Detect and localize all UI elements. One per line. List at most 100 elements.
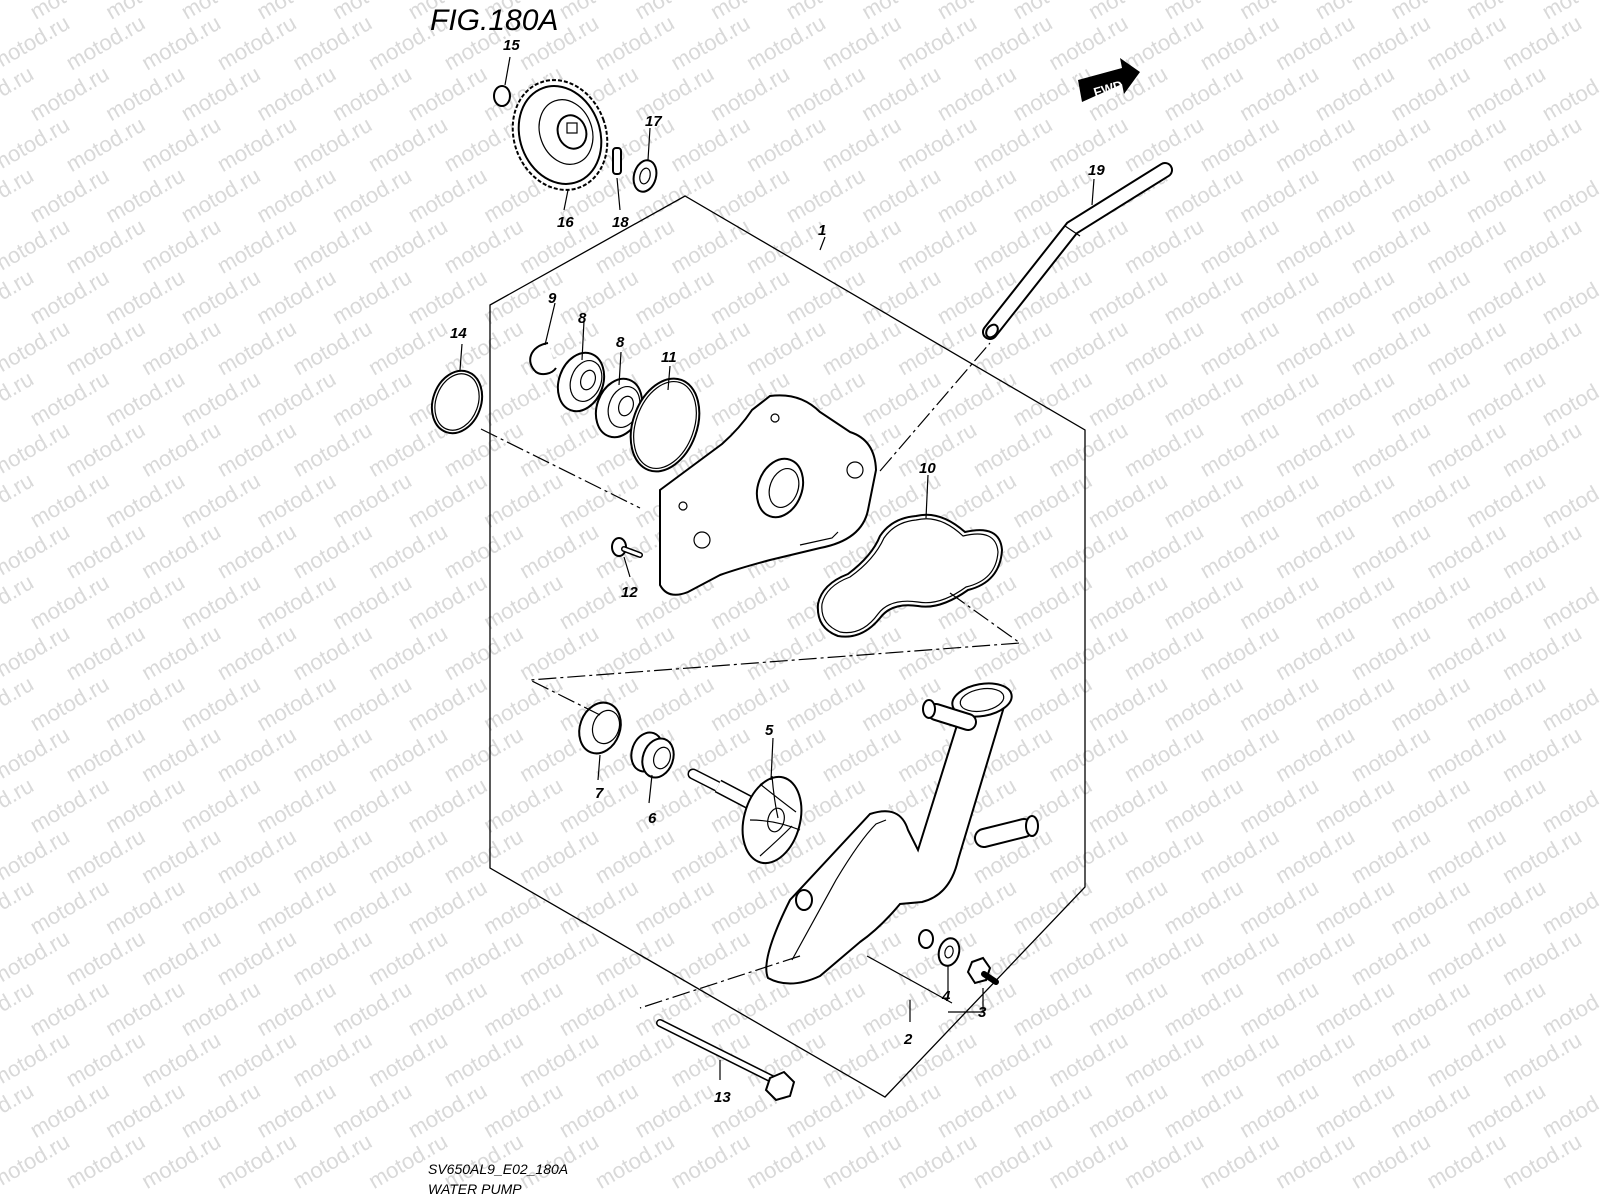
- watermark-text: motod.ru: [1196, 1027, 1284, 1092]
- watermark-text: motod.ru: [1498, 519, 1586, 584]
- watermark-text: motod.ru: [1008, 1078, 1096, 1143]
- watermark-text: motod.ru: [1196, 620, 1284, 685]
- watermark-text: motod.ru: [1196, 824, 1284, 889]
- mechanical-seal-6: [630, 731, 675, 779]
- watermark-text: motod.ru: [1084, 874, 1172, 939]
- watermark-text: motod.ru: [782, 671, 870, 736]
- watermark-text: motod.ru: [213, 417, 301, 482]
- watermark-text: motod.ru: [1386, 366, 1474, 431]
- watermark-text: motod.ru: [479, 773, 567, 838]
- o-ring-11: [629, 377, 701, 473]
- watermark-text: motod.ru: [26, 1078, 114, 1143]
- watermark-text: motod.ru: [706, 976, 794, 1041]
- watermark-text: motod.ru: [137, 417, 225, 482]
- watermark-text: motod.ru: [26, 874, 114, 939]
- watermark-text: motod.ru: [969, 112, 1057, 177]
- watermark-text: motod.ru: [1498, 824, 1586, 889]
- alignment-lines: [459, 56, 1095, 1080]
- watermark-text: motod.ru: [1462, 1078, 1550, 1143]
- watermark-text: motod.ru: [1196, 315, 1284, 380]
- watermark-text: motod.ru: [857, 61, 945, 126]
- watermark-text: motod.ru: [177, 0, 265, 24]
- watermark-text: motod.ru: [252, 569, 340, 634]
- watermark-text: motod.ru: [177, 1078, 265, 1143]
- watermark-text: motod.ru: [782, 163, 870, 228]
- watermark-text: motod.ru: [1386, 264, 1474, 329]
- watermark-text: motod.ru: [1347, 213, 1435, 278]
- watermark-text: motod.ru: [1160, 366, 1248, 431]
- watermark-text: motod.ru: [1160, 1078, 1248, 1143]
- watermark-text: motod.ru: [782, 61, 870, 126]
- watermark-text: motod.ru: [62, 1129, 150, 1194]
- watermark-text: motod.ru: [101, 163, 189, 228]
- watermark-text: motod.ru: [62, 519, 150, 584]
- watermark-text: motod.ru: [479, 671, 567, 736]
- watermark-text: motod.ru: [1462, 61, 1550, 126]
- watermark-text: motod.ru: [857, 366, 945, 431]
- watermark-text: motod.ru: [328, 976, 416, 1041]
- watermark-text: motod.ru: [1347, 1129, 1435, 1194]
- watermark-text: motod.ru: [1462, 366, 1550, 431]
- watermark-text: motod.ru: [404, 163, 492, 228]
- watermark-text: motod.ru: [1008, 468, 1096, 533]
- watermark-text: motod.ru: [666, 213, 754, 278]
- watermark-text: motod.ru: [782, 976, 870, 1041]
- callout-1: 1: [818, 222, 826, 239]
- watermark-text: motod.ru: [515, 417, 603, 482]
- watermark-text: motod.ru: [364, 112, 452, 177]
- watermark-text: motod.ru: [782, 0, 870, 24]
- watermark-text: motod.ru: [328, 671, 416, 736]
- washer-17: [632, 159, 658, 193]
- watermark-text: motod.ru: [591, 10, 679, 75]
- watermark-text: motod.ru: [404, 61, 492, 126]
- dowel-pin-18: [612, 147, 622, 175]
- watermark-text: motod.ru: [328, 264, 416, 329]
- watermark-text: motod.ru: [555, 976, 643, 1041]
- watermark-text: motod.ru: [666, 315, 754, 380]
- watermark-text: motod.ru: [666, 620, 754, 685]
- watermark-text: motod.ru: [1160, 569, 1248, 634]
- watermark-text: motod.ru: [137, 824, 225, 889]
- watermark-text: motod.ru: [515, 519, 603, 584]
- watermark-text: motod.ru: [177, 773, 265, 838]
- watermark-text: motod.ru: [1235, 874, 1323, 939]
- screw-12: [611, 537, 643, 558]
- watermark-text: motod.ru: [591, 1129, 679, 1194]
- hose-19: [982, 162, 1173, 340]
- watermark-text: motod.ru: [1271, 824, 1359, 889]
- circlip-15: [493, 85, 511, 107]
- watermark-text: motod.ru: [440, 620, 528, 685]
- watermark-text: motod.ru: [1044, 519, 1132, 584]
- watermark-text: motod.ru: [288, 925, 376, 990]
- watermark-text: motod.ru: [1160, 0, 1248, 24]
- watermark-text: motod.ru: [1084, 0, 1172, 24]
- watermark-text: motod.ru: [1084, 671, 1172, 736]
- watermark-text: motod.ru: [555, 468, 643, 533]
- diagram-code: SV650AL9_E02_180A: [428, 1161, 568, 1177]
- watermark-text: motod.ru: [1422, 824, 1510, 889]
- callout-5: 5: [765, 722, 774, 739]
- callout-12: 12: [621, 584, 638, 601]
- watermark-text: motod.ru: [404, 976, 492, 1041]
- watermark-text: motod.ru: [1044, 925, 1132, 990]
- callout-18: 18: [612, 214, 629, 231]
- watermark-text: motod.ru: [288, 519, 376, 584]
- watermark-text: motod.ru: [26, 773, 114, 838]
- watermark-text: motod.ru: [1271, 315, 1359, 380]
- watermark-text: motod.ru: [1271, 519, 1359, 584]
- bearing-8a: [556, 351, 606, 413]
- watermark-text: motod.ru: [515, 824, 603, 889]
- watermark-text: motod.ru: [1498, 10, 1586, 75]
- watermark-text: motod.ru: [1347, 824, 1435, 889]
- watermark-text: motod.ru: [137, 1129, 225, 1194]
- watermark-text: motod.ru: [1347, 722, 1435, 787]
- watermark-text: motod.ru: [404, 468, 492, 533]
- watermark-text: motod.ru: [1422, 620, 1510, 685]
- watermark-text: motod.ru: [1386, 976, 1474, 1041]
- watermark-text: motod.ru: [213, 112, 301, 177]
- watermark-text: motod.ru: [591, 620, 679, 685]
- watermark-text: motod.ru: [213, 1027, 301, 1092]
- watermark-text: motod.ru: [479, 468, 567, 533]
- watermark-text: motod.ru: [1160, 976, 1248, 1041]
- diagram-name: WATER PUMP: [428, 1181, 522, 1197]
